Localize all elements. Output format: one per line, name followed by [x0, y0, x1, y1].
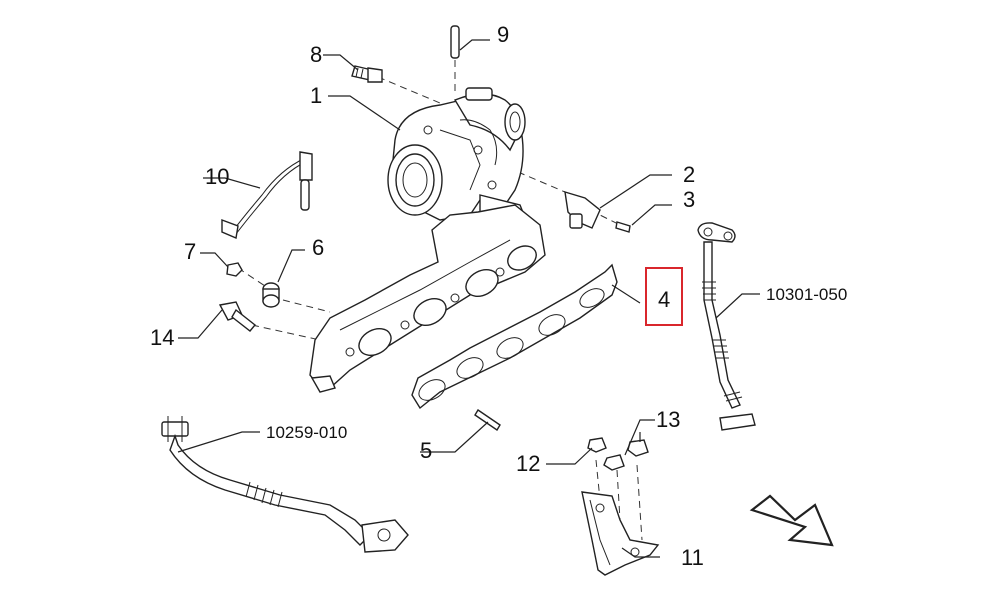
callout-8: 8 [310, 42, 322, 67]
exhaust-manifold [309, 204, 546, 393]
part-9-stud [450, 25, 460, 59]
part-8-bolt [351, 65, 383, 83]
callout-12: 12 [516, 451, 540, 476]
callout-2: 2 [683, 162, 695, 187]
ref-pipe-bottom: 10259-010 [266, 423, 347, 442]
direction-arrow [749, 494, 834, 547]
part-14-bolt [218, 301, 256, 332]
callout-10: 10 [205, 164, 229, 189]
leader-lines [177, 39, 760, 558]
pipe-assembly-bottom [161, 416, 409, 553]
part-5-pin [474, 409, 501, 431]
assembly-axis-lines [237, 60, 643, 541]
callout-9: 9 [497, 22, 509, 47]
callout-5: 5 [420, 438, 432, 463]
callout-11: 11 [681, 545, 704, 570]
callout-6: 6 [312, 235, 324, 260]
ref-pipe-right: 10301-050 [766, 285, 847, 304]
part-3-screw [615, 221, 631, 233]
part-11-bracket [581, 491, 660, 576]
callout-1: 1 [310, 83, 322, 108]
callout-7: 7 [184, 239, 196, 264]
callout-13: 13 [656, 407, 680, 432]
part-2-sensor [564, 191, 601, 229]
callout-14: 14 [150, 325, 174, 350]
part-12-bolt [587, 437, 607, 453]
bellows-segment-bottom [245, 481, 283, 508]
part-13-bolts [603, 439, 649, 471]
part-4-gasket [411, 263, 618, 410]
bellows-segment [702, 281, 743, 402]
part-6-spacer [262, 282, 280, 308]
part-10-oxygen-sensor [221, 151, 313, 239]
part-7-nut [226, 262, 243, 277]
callout-3: 3 [683, 187, 695, 212]
pipe-assembly-right [697, 222, 756, 431]
callout-4: 4 [658, 287, 670, 312]
highlight-box-callout-4 [645, 267, 683, 326]
callout-labels: 1 2 3 4 5 6 7 8 9 10 11 12 13 14 10301-0… [150, 22, 847, 570]
